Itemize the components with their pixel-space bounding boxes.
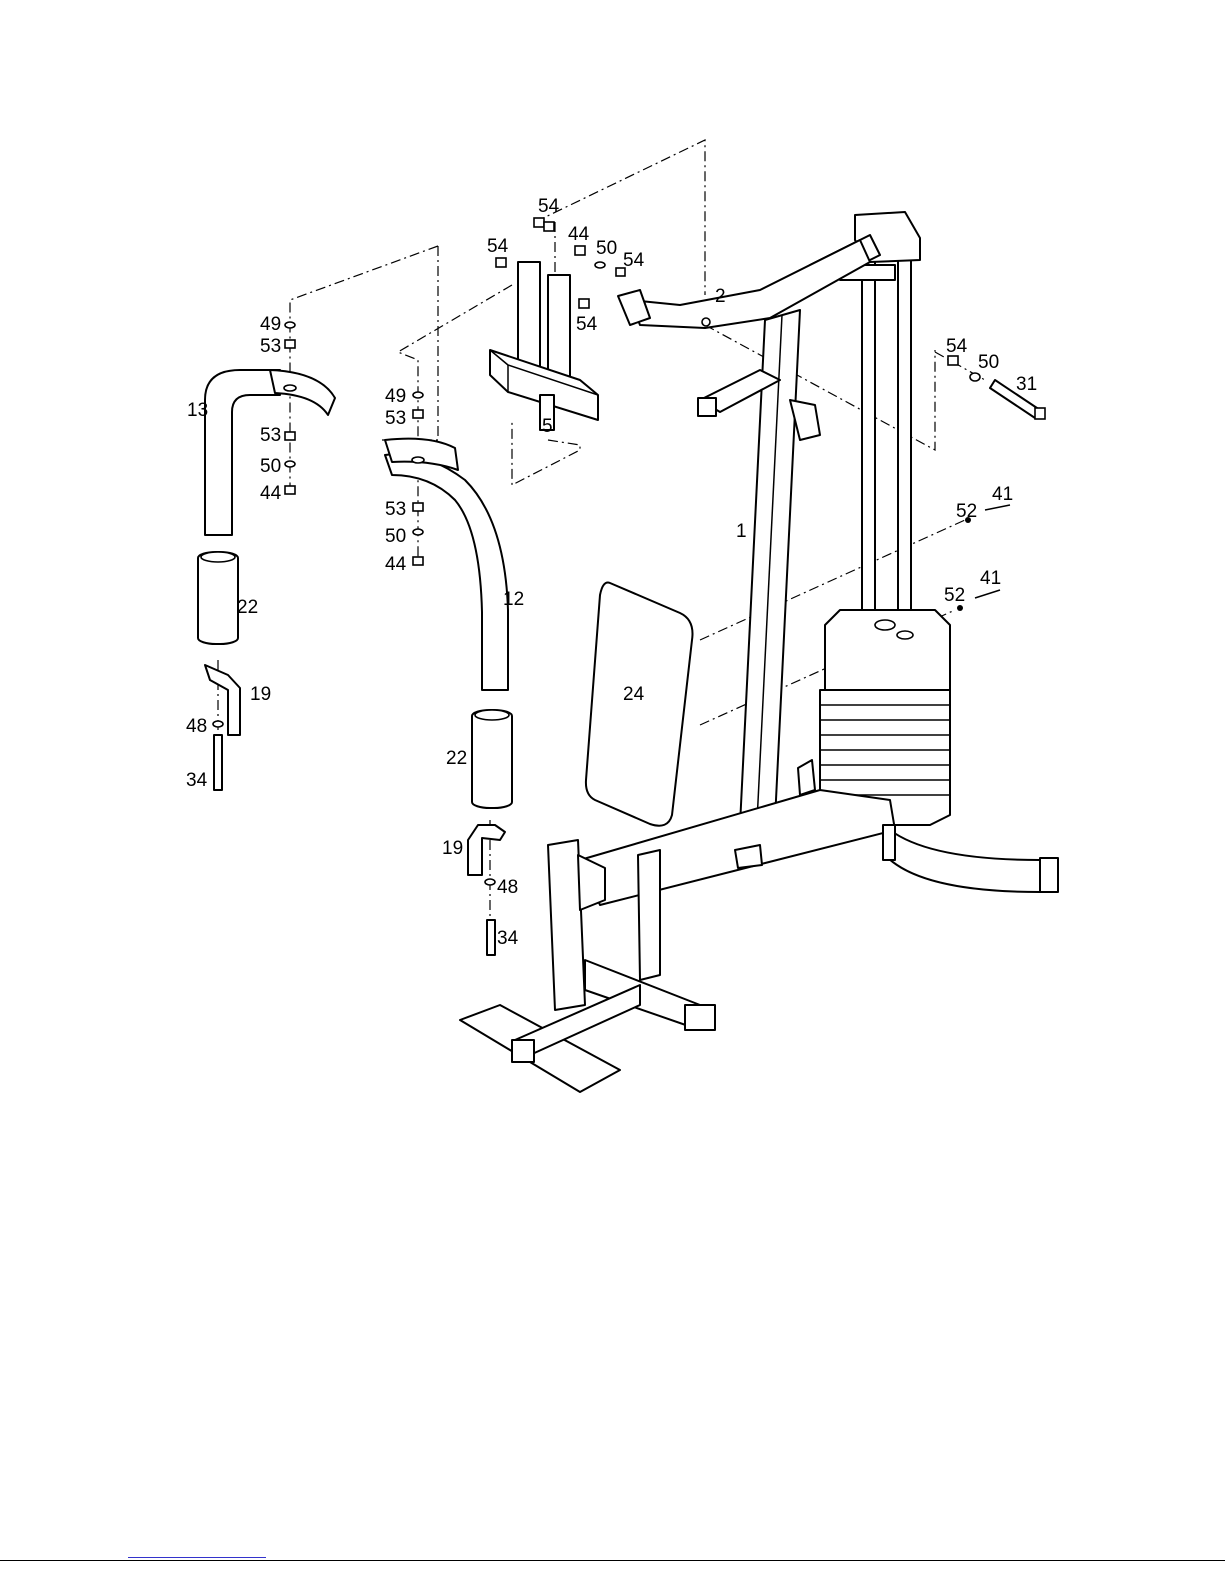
label-44: 44 — [260, 483, 282, 504]
label-34: 34 — [497, 928, 519, 949]
label-54: 54 — [576, 314, 598, 335]
label-48: 48 — [186, 716, 207, 737]
label-52: 52 — [944, 585, 965, 606]
label-54: 54 — [623, 250, 645, 271]
label-53: 53 — [260, 336, 281, 357]
label-5: 5 — [542, 416, 553, 437]
label-2: 2 — [715, 286, 726, 307]
label-54: 54 — [538, 196, 560, 217]
label-53: 53 — [260, 425, 281, 446]
label-1: 1 — [736, 521, 747, 542]
label-41: 41 — [992, 484, 1013, 505]
arm-part-2 — [618, 240, 870, 328]
weight-stack-assembly — [820, 255, 950, 825]
label-44: 44 — [385, 554, 407, 575]
label-54: 54 — [487, 236, 509, 257]
label-12: 12 — [503, 589, 524, 610]
base-frame — [460, 760, 1058, 1092]
label-50: 50 — [596, 238, 617, 259]
label-52: 52 — [956, 501, 977, 522]
label-22: 22 — [237, 597, 258, 618]
label-53: 53 — [385, 499, 406, 520]
label-54: 54 — [946, 336, 968, 357]
label-49: 49 — [385, 386, 406, 407]
label-49: 49 — [260, 314, 281, 335]
label-22: 22 — [446, 748, 467, 769]
label-24: 24 — [623, 684, 645, 705]
bracket-part-5 — [490, 262, 598, 430]
label-19: 19 — [442, 838, 463, 859]
label-31: 31 — [1016, 374, 1037, 395]
label-34: 34 — [186, 770, 208, 791]
label-50: 50 — [978, 352, 999, 373]
footer-rule — [0, 1560, 1225, 1561]
label-44: 44 — [568, 224, 590, 245]
label-50: 50 — [260, 456, 281, 477]
label-41: 41 — [980, 568, 1001, 589]
label-50: 50 — [385, 526, 406, 547]
label-48: 48 — [497, 877, 518, 898]
footer-link-underline — [128, 1557, 266, 1558]
label-53: 53 — [385, 408, 406, 429]
label-19: 19 — [250, 684, 271, 705]
label-13: 13 — [187, 400, 208, 421]
